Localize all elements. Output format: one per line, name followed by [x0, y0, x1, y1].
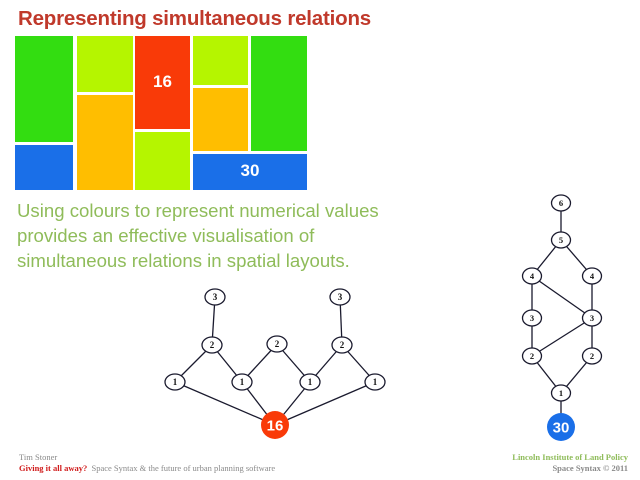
- graph-node-label: 1: [173, 377, 178, 387]
- graph-node-circle: [231, 373, 253, 391]
- footer-institute: Lincoln Institute of Land Policy: [512, 452, 628, 462]
- graph-node-circle: [164, 373, 186, 391]
- footer-left: Tim Stoner Giving it all away? Space Syn…: [19, 452, 275, 474]
- treemap-tile-c2-top: [77, 36, 133, 92]
- graph-node-label: 4: [590, 271, 595, 281]
- footer-right: Lincoln Institute of Land Policy Space S…: [512, 452, 628, 474]
- graph-root-node: 30: [547, 413, 575, 441]
- graph-node-circle: [581, 309, 603, 327]
- graph-node: 2: [266, 335, 288, 353]
- graph-node-label: 1: [240, 377, 245, 387]
- graph-node: 1: [164, 373, 186, 391]
- graph-node: 4: [581, 267, 603, 285]
- graph-node-label: 3: [530, 313, 534, 323]
- footer-subtitle: Space Syntax & the future of urban plann…: [91, 463, 276, 473]
- graph-node-circle: [550, 384, 572, 402]
- graph-root-label: 30: [553, 419, 570, 436]
- graph-edges: [174, 296, 376, 426]
- graph-edge: [174, 381, 276, 426]
- graph-node: 1: [299, 373, 321, 391]
- graph-root-circle: [547, 413, 575, 441]
- treemap-tile-c5-top: [251, 36, 307, 151]
- graph-node: 2: [521, 347, 543, 365]
- treemap-tile-c2-bottom: [77, 95, 133, 190]
- treemap-tile-c3-top: 16: [135, 36, 190, 129]
- treemap-tile-c1-top: [15, 36, 73, 142]
- graph-edge: [531, 317, 593, 357]
- graph-node-circle: [581, 267, 603, 285]
- graph-node-circle: [550, 231, 572, 249]
- graph-edge: [274, 381, 376, 426]
- graph-node-label: 2: [340, 340, 345, 350]
- graph-node-circle: [521, 267, 543, 285]
- graph-node: 1: [231, 373, 253, 391]
- treemap-tile-label-c3-top: 16: [153, 71, 172, 91]
- justified-graph-right: 6 5 4 4 3 3 2 2 1 30: [521, 194, 603, 441]
- graph-node-circle: [204, 288, 226, 306]
- graph-node-label: 4: [530, 271, 535, 281]
- graph-node: 2: [201, 336, 223, 354]
- graph-node-circle: [331, 336, 353, 354]
- treemap-tile-c4-top: [193, 36, 248, 85]
- treemap-tile-c1-bottom: [15, 145, 73, 190]
- body-paragraph: Using colours to represent numerical val…: [17, 198, 502, 273]
- treemap-tile-c45-bot: 30: [193, 154, 307, 190]
- graph-root-circle: [261, 411, 289, 439]
- graph-node: 6: [550, 194, 572, 212]
- graph-node-label: 3: [590, 313, 594, 323]
- graph-root-node: 16: [261, 411, 289, 439]
- graph-node-circle: [201, 336, 223, 354]
- graph-node-label: 1: [559, 388, 563, 398]
- graph-node: 1: [550, 384, 572, 402]
- treemap-tile-c3-bottom: [135, 132, 190, 190]
- graph-node-circle: [266, 335, 288, 353]
- graph-node: 2: [331, 336, 353, 354]
- graph-node-label: 6: [559, 198, 563, 208]
- graph-node-circle: [299, 373, 321, 391]
- graph-node-label: 1: [373, 377, 378, 387]
- graph-node: 3: [329, 288, 351, 306]
- graph-node: 4: [521, 267, 543, 285]
- graph-node-circle: [581, 347, 603, 365]
- treemap-tile-label-c45-bot: 30: [240, 161, 260, 180]
- graph-node-label: 2: [530, 351, 534, 361]
- page-title: Representing simultaneous relations: [18, 7, 371, 30]
- graph-node-label: 2: [275, 339, 280, 349]
- footer-copyright: Space Syntax © 2011: [552, 463, 628, 473]
- graph-node: 3: [204, 288, 226, 306]
- graph-node-label: 1: [308, 377, 313, 387]
- graph-node-label: 5: [559, 235, 563, 245]
- graph-node-label: 3: [213, 292, 218, 302]
- graph-node-label: 2: [590, 351, 594, 361]
- graph-node: 5: [550, 231, 572, 249]
- graph-node: 1: [364, 373, 386, 391]
- justified-graph-left: 3 3 2 2 2 1 1 1 1 16: [164, 288, 386, 439]
- graph-node: 2: [581, 347, 603, 365]
- body-line-3: simultaneous relations in spatial layout…: [17, 250, 350, 271]
- graph-node: 3: [521, 309, 543, 327]
- body-line-1: Using colours to represent numerical val…: [17, 200, 379, 221]
- graph-node-circle: [550, 194, 572, 212]
- graph-node-circle: [521, 347, 543, 365]
- graph-node-circle: [521, 309, 543, 327]
- graph-node-label: 2: [210, 340, 215, 350]
- treemap-tile-c4-mid: [193, 88, 248, 151]
- body-line-2: provides an effective visualisation of: [17, 225, 315, 246]
- graph-edge: [531, 275, 593, 319]
- graph-node-circle: [329, 288, 351, 306]
- graph-node-label: 3: [338, 292, 343, 302]
- graph-node: 3: [581, 309, 603, 327]
- footer-tagline: Giving it all away?: [19, 463, 88, 473]
- graph-node-circle: [364, 373, 386, 391]
- footer-author: Tim Stoner: [19, 452, 58, 462]
- graph-root-label: 16: [267, 417, 284, 434]
